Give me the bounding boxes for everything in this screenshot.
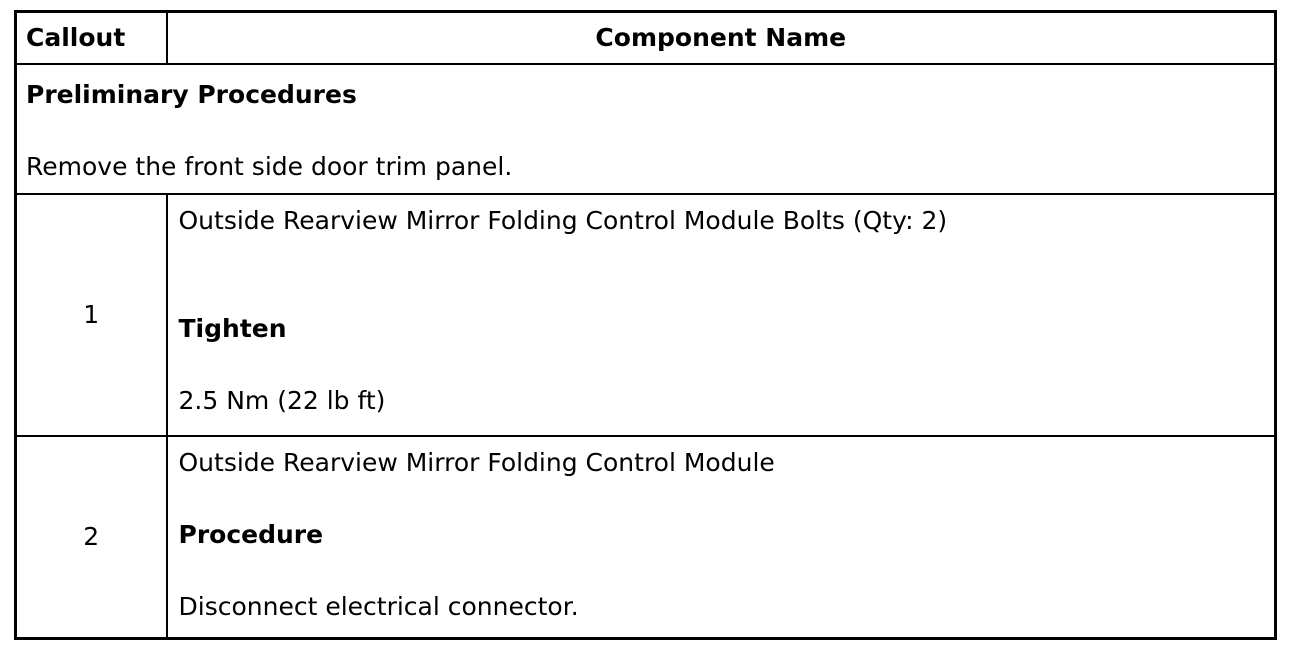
callout-column-header: Callout	[14, 10, 168, 65]
component-name-column-header: Component Name	[165, 10, 1277, 65]
action-heading: Tighten	[178, 313, 287, 343]
procedure-detail-text: Disconnect electrical connector.	[178, 591, 579, 621]
component-cell: Outside Rearview Mirror Folding Control …	[165, 434, 1277, 640]
table-header-row: Callout Component Name	[14, 10, 1277, 65]
table-row-callout-1: 1 Outside Rearview Mirror Folding Contro…	[14, 192, 1277, 437]
action-heading: Procedure	[178, 519, 324, 549]
callout-number: 1	[14, 192, 168, 437]
component-callout-table: Callout Component Name Preliminary Proce…	[14, 10, 1277, 640]
component-cell: Outside Rearview Mirror Folding Control …	[165, 192, 1277, 437]
callout-number: 2	[14, 434, 168, 640]
preliminary-procedures-row: Preliminary Procedures Remove the front …	[14, 62, 1277, 195]
preliminary-instruction-text: Remove the front side door trim panel.	[26, 151, 513, 181]
torque-spec-text: 2.5 Nm (22 lb ft)	[178, 385, 386, 415]
preliminary-procedures-cell: Preliminary Procedures Remove the front …	[14, 62, 1277, 195]
component-name-text: Outside Rearview Mirror Folding Control …	[178, 205, 948, 235]
component-name-text: Outside Rearview Mirror Folding Control …	[178, 447, 775, 477]
table-row-callout-2: 2 Outside Rearview Mirror Folding Contro…	[14, 434, 1277, 640]
preliminary-procedures-title: Preliminary Procedures	[26, 79, 357, 109]
